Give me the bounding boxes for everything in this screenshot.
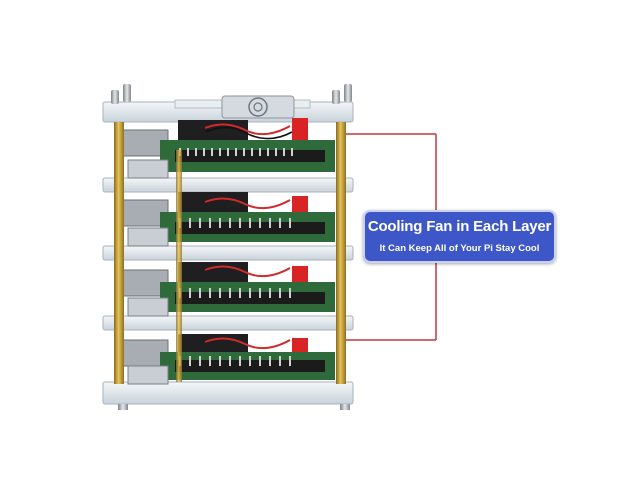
top-screw-caps [111, 84, 352, 104]
layer-3 [102, 262, 354, 331]
top-lid [102, 95, 354, 123]
feature-callout-badge: Cooling Fan in Each Layer It Can Keep Al… [363, 210, 556, 263]
bottom-feet [118, 404, 350, 410]
callout-subtitle: It Can Keep All of Your Pi Stay Cool [379, 243, 540, 254]
layer-2 [102, 192, 354, 261]
lid-fan-grill-icon [221, 95, 295, 119]
brass-standoffs [114, 122, 346, 384]
layer-4 [102, 334, 354, 405]
layer-1 [102, 118, 354, 193]
callout-title: Cooling Fan in Each Layer [367, 218, 552, 235]
